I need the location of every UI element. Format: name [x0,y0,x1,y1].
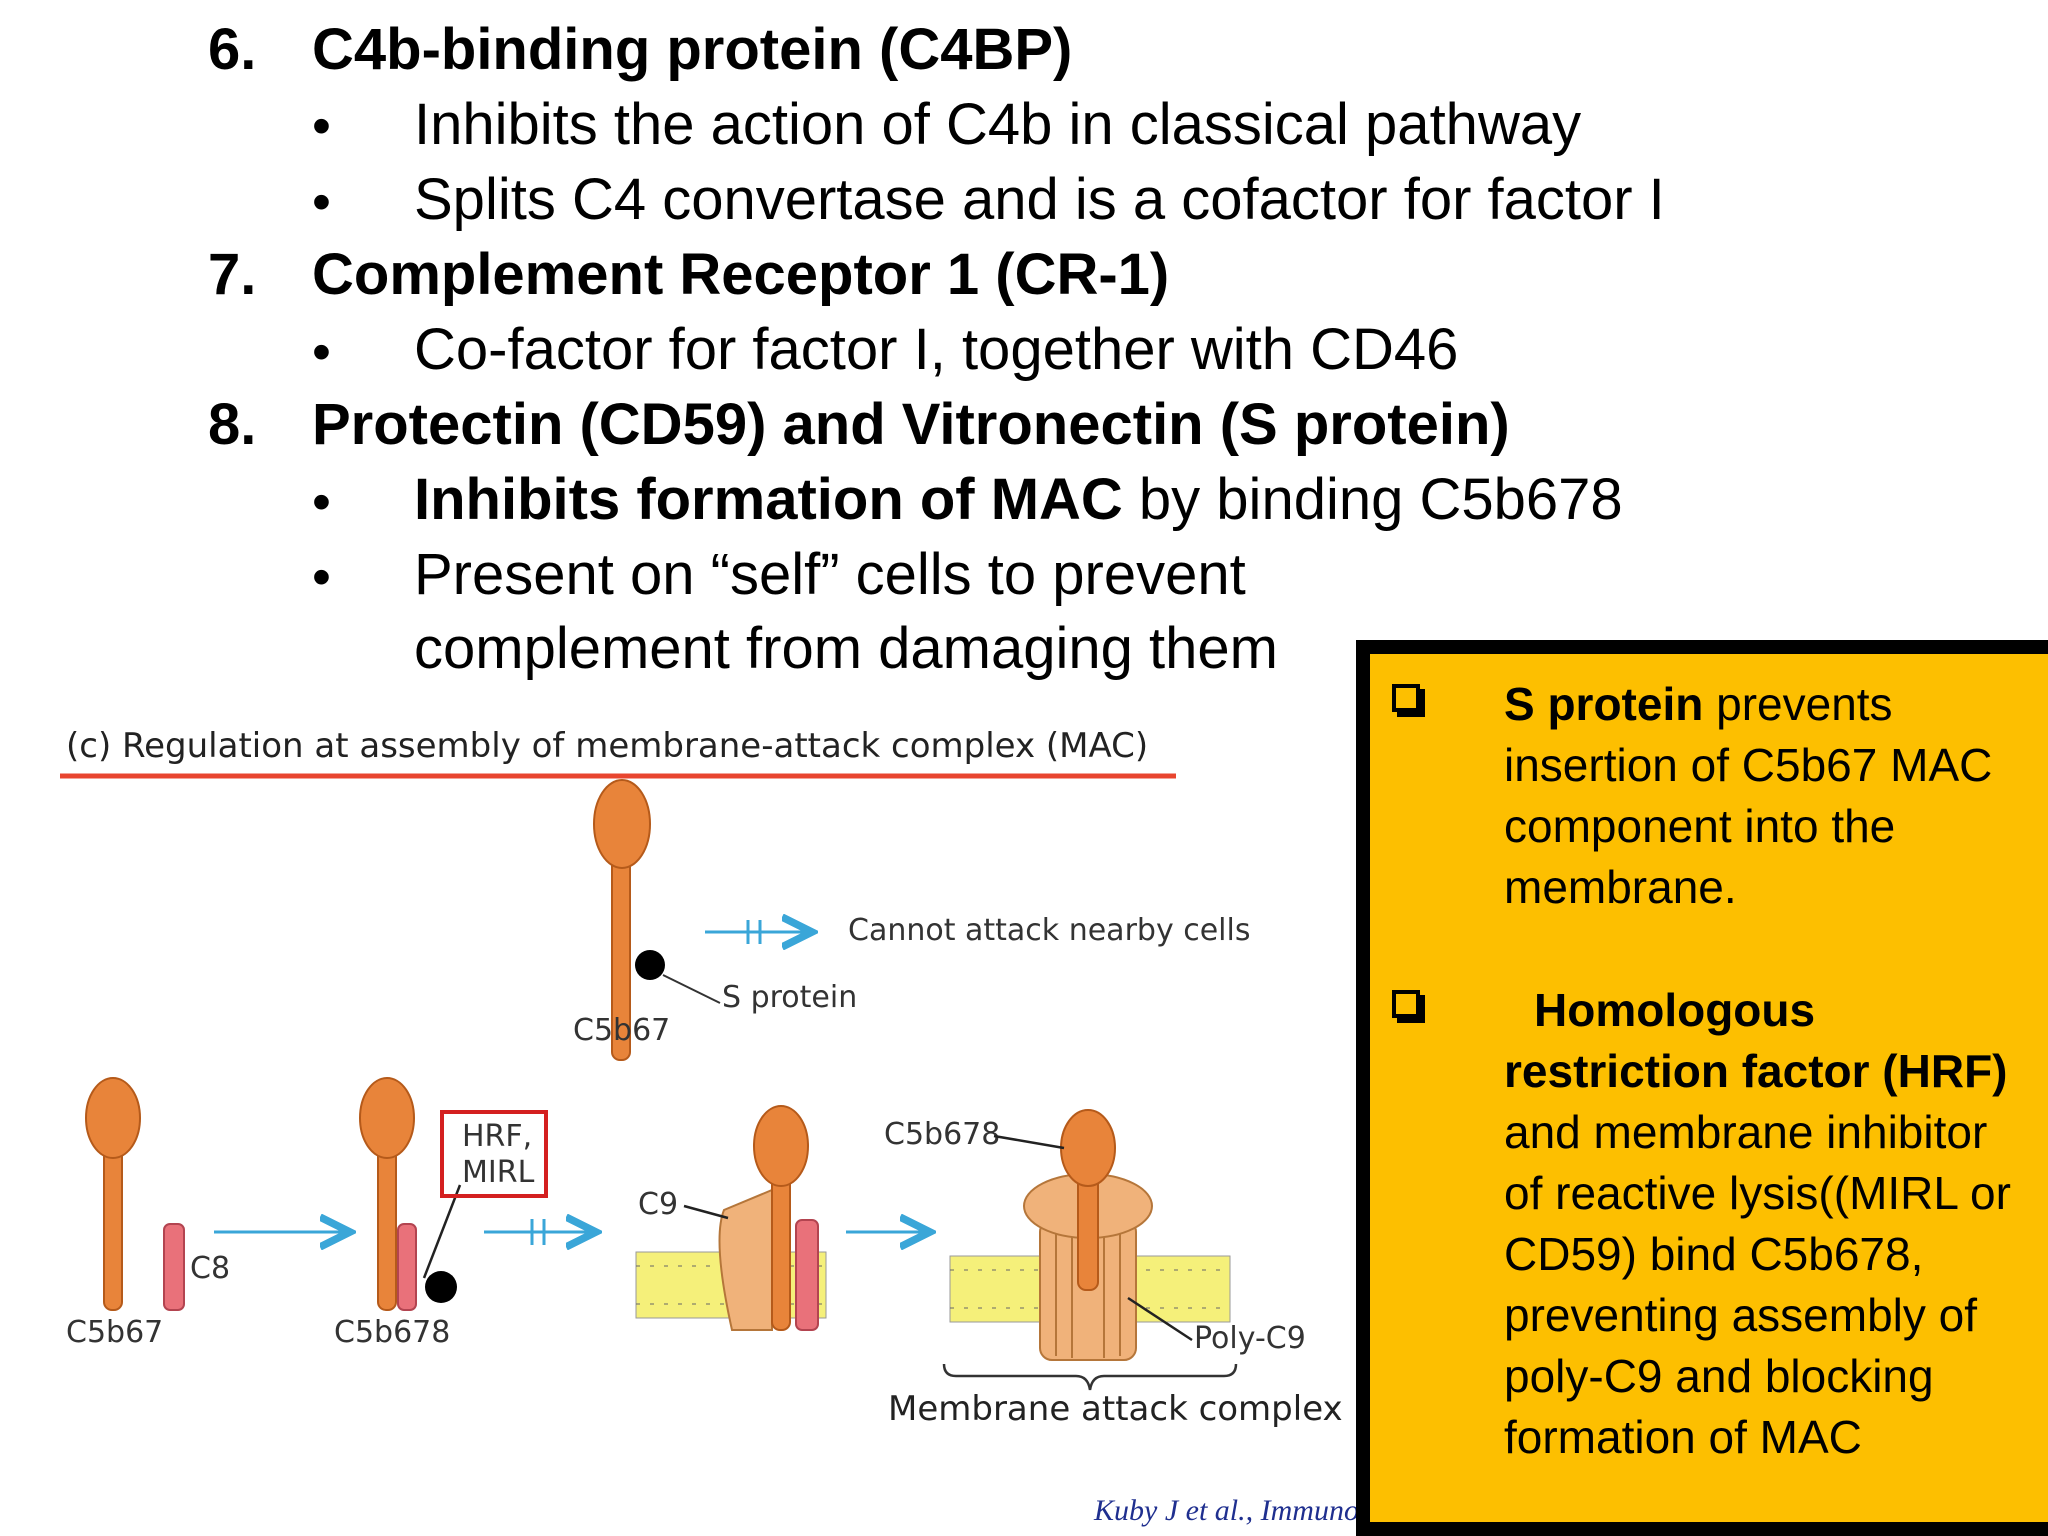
callout-2-rest: and membrane inhibitor of reactive lysis… [1504,1106,2011,1463]
blocked-arrow-bottom [484,1219,596,1245]
s-protein-dot [635,950,665,980]
bullet-cr1-1: Co-factor for factor I, together with CD… [414,317,1459,382]
c9-label: C9 [638,1187,678,1222]
membrane-attack-complex [1023,1109,1153,1361]
item-title-protectin: Protectin (CD59) and Vitronectin (S prot… [312,392,1510,457]
callout-text-2: Homologous restriction factor (HRF) and … [1504,980,2034,1468]
c8-component [163,1223,185,1311]
item-number-6: 6. [208,17,257,82]
bullet-dot: • [312,472,331,532]
callout-2-bold: Homologous restriction factor (HRF) [1504,984,2008,1097]
figure-heading: (c) Regulation at assembly of membrane-a… [66,726,1148,766]
item-title-c4bp: C4b-binding protein (C4BP) [312,17,1073,82]
mirl-label: MIRL [462,1155,535,1190]
c5b678-pointer [993,1134,1065,1150]
c5b678-mid-label: C5b678 [334,1315,450,1350]
s-protein-label: S protein [722,980,857,1015]
c9-pointer [683,1204,729,1220]
item-number-7: 7. [208,242,257,307]
c5b67-top-complex [593,779,721,1061]
c5b67-left-label: C5b67 [66,1315,163,1350]
cannot-attack-label: Cannot attack nearby cells [848,913,1250,948]
checkbox-bullet-icon [1392,990,1420,1018]
checkbox-bullet-icon [1392,684,1420,712]
bullet-c4bp-1: Inhibits the action of C4b in classical … [414,92,1582,157]
bullet-dot: • [312,547,331,607]
callout-1-bold: S protein [1504,678,1704,730]
bullet-protectin-2: Present on “self” cells to prevent compl… [414,542,1278,681]
hrf-mirl-box [440,1110,548,1198]
bullet-protectin-1: Inhibits formation of MAC by binding C5b… [414,463,1714,537]
blocked-arrow-top [705,920,812,944]
bullet-dot: • [312,322,331,382]
bullet-protectin-1-bold: Inhibits formation of MAC [414,467,1123,532]
callout-1-rest: prevents insertion of C5b67 MAC componen… [1504,678,1993,913]
c5b678-c9-inserted [718,1105,819,1331]
c5b678-right-label: C5b678 [884,1117,1000,1152]
hrf-mirl-dot [425,1271,457,1303]
poly-c9-pointer [1127,1296,1193,1342]
c8-label: C8 [190,1251,230,1286]
mac-regulation-diagram: (c) Regulation at assembly of membrane-a… [60,726,1382,1527]
callout-box: S protein prevents insertion of C5b67 MA… [1356,640,2048,1536]
bullet-dot: • [312,96,331,156]
item-title-cr1: Complement Receptor 1 (CR-1) [312,242,1170,307]
mac-caption: Membrane attack complex [888,1389,1343,1429]
citation: Kuby J et al., Immunolo [1093,1494,1382,1527]
bullet-protectin-1-rest: by binding C5b678 [1122,467,1623,532]
callout-text-1: S protein prevents insertion of C5b67 MA… [1504,674,2034,918]
c5b67-left-complex [85,1077,185,1311]
mac-brace [942,1363,1238,1391]
item-number-8: 8. [208,392,257,457]
bullet-dot: • [312,172,331,232]
c5b67-top-label: C5b67 [573,1013,670,1048]
c5b678-mid-complex [359,1077,548,1311]
hrf-label: HRF, [462,1119,532,1154]
poly-c9-label: Poly-C9 [1194,1321,1306,1356]
bullet-c4bp-2: Splits C4 convertase and is a cofactor f… [414,167,1665,232]
